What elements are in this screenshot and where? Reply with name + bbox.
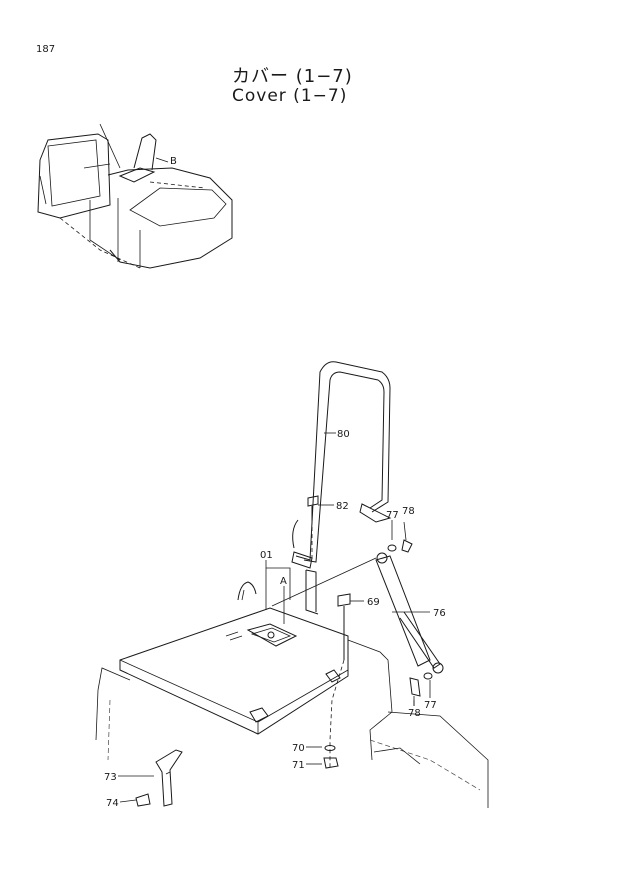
handrail-mount-post <box>305 569 319 615</box>
page-title-japanese: カバー (1−7) <box>232 66 353 87</box>
callout-a: A <box>280 576 287 587</box>
washer-77-lower <box>423 672 433 680</box>
callout-71: 71 <box>292 760 305 771</box>
callout-77-upper: 77 <box>386 510 399 521</box>
callout-69: 69 <box>367 597 380 608</box>
clip-78-lower <box>409 677 421 706</box>
bolt-74 <box>135 793 151 807</box>
callout-82: 82 <box>336 501 349 512</box>
bolt-82 <box>307 495 319 560</box>
clip-78-upper <box>401 521 413 553</box>
page-number: 187 <box>36 44 56 55</box>
callout-80: 80 <box>337 429 350 440</box>
page-title-english: Cover (1−7) <box>232 86 348 106</box>
overview-detail-ref-b: B <box>170 156 177 167</box>
washer-70 <box>324 745 336 751</box>
cover-plate <box>119 581 349 735</box>
callout-78-lower: 78 <box>408 708 421 719</box>
callout-77-lower: 77 <box>424 700 437 711</box>
machine-overview-sketch <box>37 123 233 269</box>
callout-70: 70 <box>292 743 305 754</box>
nut-71 <box>323 757 339 769</box>
bracket-73 <box>155 749 183 807</box>
callout-76: 76 <box>433 608 446 619</box>
callout-leaders <box>118 432 431 803</box>
handrail <box>291 361 392 569</box>
bolt-69 <box>329 593 351 770</box>
machine-body-outline <box>95 639 489 808</box>
washer-77-upper <box>387 544 397 552</box>
callout-01: 01 <box>260 550 273 561</box>
callout-74: 74 <box>106 798 119 809</box>
callout-78-upper: 78 <box>402 506 415 517</box>
callout-73: 73 <box>104 772 117 783</box>
gas-spring-76 <box>271 552 444 674</box>
